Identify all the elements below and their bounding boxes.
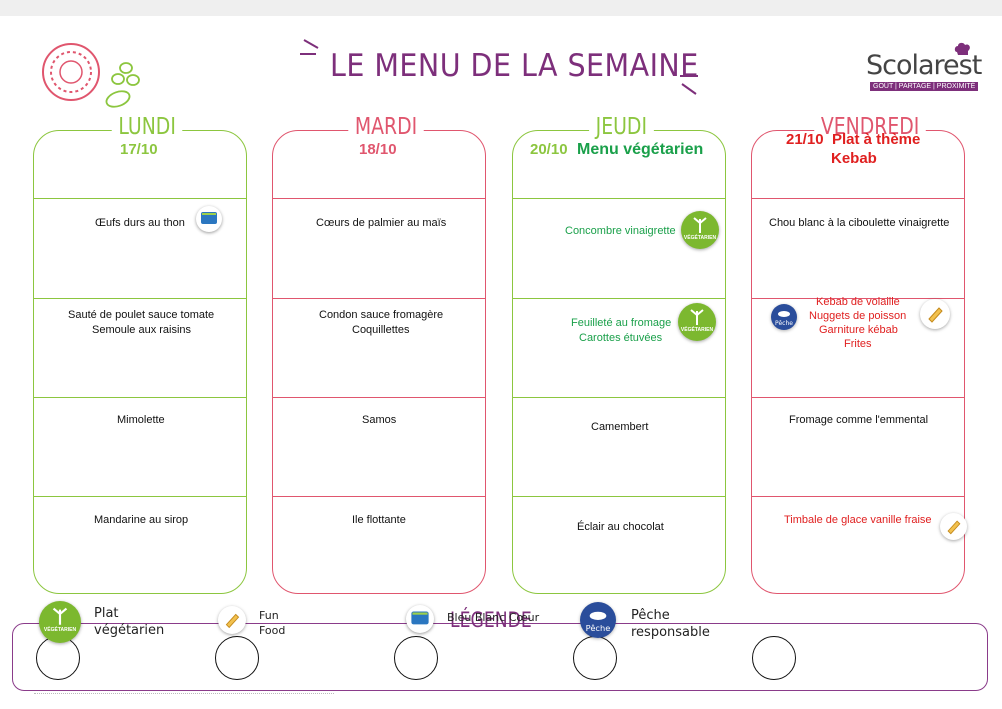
footer-dotted-line [34, 693, 334, 698]
day-note-jeudi: Menu végétarien [577, 141, 704, 158]
vegetarian-icon: VÉGÉTARIEN [678, 303, 716, 341]
legend-box [12, 623, 988, 691]
day-name-vendredi: VENDREDI [814, 114, 926, 140]
dish-lundi-main: Sauté de poulet sauce tomate [68, 309, 215, 321]
dish-vendredi-main-1: Kebab de volaille [816, 296, 900, 308]
dish-vendredi-side-1: Garniture kébab [819, 324, 898, 336]
dish-vendredi-dessert: Timbale de glace vanille fraise [784, 514, 932, 526]
dish-mardi-starter: Cœurs de palmier au maïs [316, 217, 447, 229]
chef-hat-icon [954, 42, 970, 55]
legend-title: LÉGENDE [450, 608, 532, 632]
fun-food-icon [218, 606, 246, 634]
dish-jeudi-cheese: Camembert [591, 421, 649, 433]
legend-label-bleu-blanc-coeur: Bleu Blanc Cœur [447, 611, 540, 624]
day-name-lundi: LUNDI [111, 114, 183, 140]
dish-vendredi-side-2: Frites [844, 338, 872, 350]
dish-vendredi-main-2: Nuggets de poisson [809, 310, 907, 322]
peche-responsable-icon: Pêche [580, 602, 616, 638]
vegetarian-icon: VÉGÉTARIEN [681, 211, 719, 249]
day-name-mardi: MARDI [348, 114, 424, 140]
legend-checkbox-circle [394, 636, 438, 680]
legend-checkbox-circle [573, 636, 617, 680]
dish-mardi-main: Condon sauce fromagère [319, 309, 444, 321]
dish-lundi-dessert: Mandarine au sirop [94, 514, 189, 526]
title-sparkle-right-icon [680, 75, 698, 95]
dish-vendredi-starter: Chou blanc à la ciboulette vinaigrette [769, 217, 950, 229]
day-date-vendredi: 21/10 [786, 131, 824, 148]
dish-vendredi-cheese: Fromage comme l'emmental [789, 414, 929, 426]
dish-mardi-dessert: Ile flottante [352, 514, 406, 526]
day-name-jeudi: JEUDI [589, 114, 654, 140]
day-date-lundi: 17/10 [120, 141, 158, 158]
dish-mardi-cheese: Samos [362, 414, 397, 426]
page-title: LE MENU DE LA SEMAINE [330, 48, 699, 84]
dish-lundi-side: Semoule aux raisins [92, 324, 192, 336]
bleu-blanc-coeur-icon [196, 206, 222, 232]
fun-food-icon [940, 513, 967, 540]
dish-jeudi-starter: Concombre vinaigrette [565, 225, 676, 237]
peche-responsable-icon: Pêche [771, 304, 797, 330]
fun-food-icon [920, 299, 950, 329]
fruit-doodle-icon [42, 43, 140, 108]
dish-lundi-starter: Œufs durs au thon [95, 217, 185, 229]
dish-jeudi-dessert: Éclair au chocolat [577, 521, 664, 533]
vegetarian-icon: VÉGÉTARIEN [39, 601, 81, 643]
svg-text:Pêche: Pêche [775, 320, 793, 327]
legend-label-peche: Pêche responsable [631, 608, 710, 640]
legend-checkbox-circle [215, 636, 259, 680]
dish-jeudi-main: Feuilleté au fromage [571, 317, 672, 329]
legend-label-fun-food: Fun Food [259, 609, 286, 637]
title-sparkle-left-icon [300, 39, 319, 55]
brand-logo: Scolarest GOÛT | PARTAGE | PROXIMITÉ [866, 42, 984, 96]
day-date-jeudi: 20/10 [530, 141, 568, 158]
brand-name: Scolarest [866, 50, 982, 81]
svg-text:Pêche: Pêche [586, 623, 611, 633]
legend-label-vegetarien: Plat végétarien [94, 606, 165, 638]
day-note-vendredi-theme: Kebab [831, 150, 877, 167]
day-date-mardi: 18/10 [359, 141, 397, 158]
dish-jeudi-side: Carottes étuvées [579, 332, 663, 344]
dish-lundi-cheese: Mimolette [117, 414, 165, 426]
top-bar [0, 0, 1002, 16]
dish-mardi-side: Coquillettes [352, 324, 410, 336]
legend-checkbox-circle [752, 636, 796, 680]
day-note-vendredi: Plat à thème [832, 131, 921, 148]
brand-tagline: GOÛT | PARTAGE | PROXIMITÉ [870, 82, 979, 91]
bleu-blanc-coeur-icon [406, 605, 434, 633]
